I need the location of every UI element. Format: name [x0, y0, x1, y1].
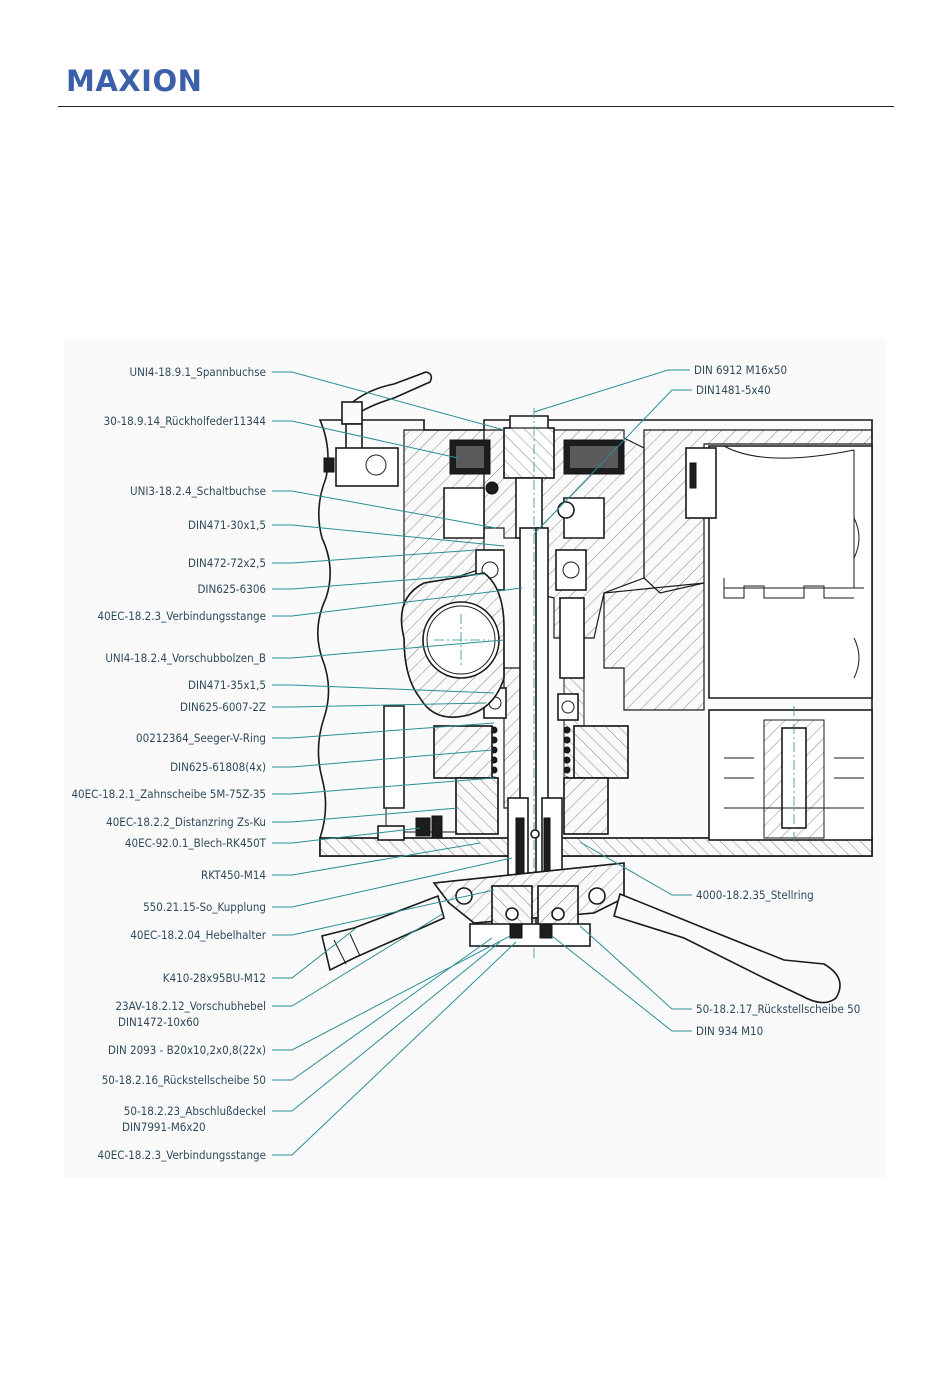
bearings	[475, 549, 587, 784]
clamp-lever	[323, 371, 433, 487]
label-din625-6007: DIN625-6007-2Z	[180, 700, 266, 714]
upper-assembly	[443, 415, 625, 539]
label-40ec-1823-b: 40EC-18.2.3_Verbindungsstange	[98, 1148, 266, 1162]
right-labels: DIN 6912 M16x50 DIN1481-5x40 4000-18.2.3…	[533, 363, 860, 1038]
assembly-drawing: UNI4-18.9.1_Spannbuchse 30-18.9.14_Rückh…	[64, 338, 886, 1178]
label-uni4-1891: UNI4-18.9.1_Spannbuchse	[130, 365, 266, 379]
label-din471-35x15: DIN471-35x1,5	[188, 678, 266, 692]
label-40ec-1822: 40EC-18.2.2_Distanzring Zs-Ku	[106, 815, 266, 829]
coupling-assembly	[432, 797, 625, 947]
header-divider	[58, 106, 894, 107]
label-din625-61808: DIN625-61808(4x)	[170, 760, 266, 774]
label-4000-18235: 4000-18.2.35_Stellring	[696, 888, 814, 902]
label-din6912: DIN 6912 M16x50	[694, 363, 787, 377]
label-40ec-1823-a: 40EC-18.2.3_Verbindungsstange	[98, 609, 266, 623]
label-50-18223: 50-18.2.23_Abschlußdeckel	[124, 1104, 266, 1118]
label-40ec-9201: 40EC-92.0.1_Blech-RK450T	[125, 836, 267, 850]
label-din471-30x15: DIN471-30x1,5	[188, 518, 266, 532]
label-50-18216: 50-18.2.16_Rückstellscheibe 50	[102, 1073, 266, 1087]
label-din472-72x25: DIN472-72x2,5	[188, 556, 266, 570]
label-00212364: 00212364_Seeger-V-Ring	[136, 731, 266, 745]
feed-levers	[321, 892, 841, 1004]
label-k410: K410-28x95BU-M12	[163, 971, 266, 985]
motor-block	[685, 445, 873, 843]
label-40ec-1821: 40EC-18.2.1_Zahnscheibe 5M-75Z-35	[71, 787, 266, 801]
left-labels: UNI4-18.9.1_Spannbuchse 30-18.9.14_Rückh…	[71, 365, 523, 1162]
label-23av-18212: 23AV-18.2.12_Vorschubhebel	[115, 999, 266, 1013]
label-din1481: DIN1481-5x40	[696, 383, 771, 397]
feed-bolt	[383, 572, 505, 809]
label-din7991: DIN7991-M6x20	[122, 1120, 206, 1134]
label-din1472: DIN1472-10x60	[118, 1015, 199, 1029]
label-40ec-18204: 40EC-18.2.04_Hebelhalter	[130, 928, 266, 942]
label-30-18914: 30-18.9.14_Rückholfeder11344	[104, 414, 266, 428]
label-50-18217: 50-18.2.17_Rückstellscheibe 50	[696, 1002, 860, 1016]
label-din625-6306: DIN625-6306	[197, 582, 266, 596]
label-rkt450-m14: RKT450-M14	[201, 868, 266, 882]
maxion-logo: MAXION	[66, 64, 203, 98]
label-uni3-1824: UNI3-18.2.4_Schaltbuchse	[130, 484, 266, 498]
label-550-2115: 550.21.15-So_Kupplung	[143, 900, 266, 914]
label-din2093: DIN 2093 - B20x10,2x0,8(22x)	[108, 1043, 266, 1057]
label-uni4-1824: UNI4-18.2.4_Vorschubbolzen_B	[105, 651, 266, 665]
label-din934: DIN 934 M10	[696, 1024, 763, 1038]
